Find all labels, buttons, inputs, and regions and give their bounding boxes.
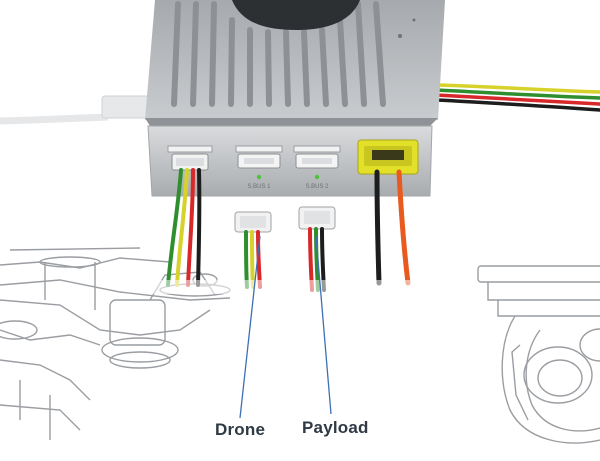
- port-sbus2: S.BUS 2: [293, 145, 341, 190]
- port-sbus1: S.BUS 1: [235, 145, 283, 190]
- sbus2-port-label: S.BUS 2: [305, 184, 329, 190]
- port-power: [357, 139, 419, 175]
- gimbal-camera-outline-drawing: [477, 265, 600, 444]
- power-port-wires: [374, 169, 411, 286]
- drone-sbus-connector: [234, 211, 272, 289]
- sbus2-led-indicator: [314, 174, 320, 180]
- indicator-dot: [398, 34, 402, 38]
- port-usb: [167, 145, 213, 171]
- sbus1-led-indicator: [256, 174, 262, 180]
- side-cable-bundle: [434, 83, 600, 112]
- usb-cable: [0, 95, 153, 125]
- usb-port-wires: [166, 168, 202, 287]
- payload-callout-line: [315, 235, 332, 415]
- fan-opening: [232, 0, 360, 30]
- drone-outline-drawing: [0, 247, 231, 440]
- drone-callout-label: Drone: [215, 420, 266, 439]
- osd-device-housing: S.BUS 1 S.BUS 2: [145, 0, 445, 197]
- cooling-fins: [171, 1, 386, 107]
- payload-callout-label: Payload: [302, 418, 369, 437]
- sbus1-port-label: S.BUS 1: [247, 184, 271, 190]
- drone-callout-line: [239, 235, 261, 419]
